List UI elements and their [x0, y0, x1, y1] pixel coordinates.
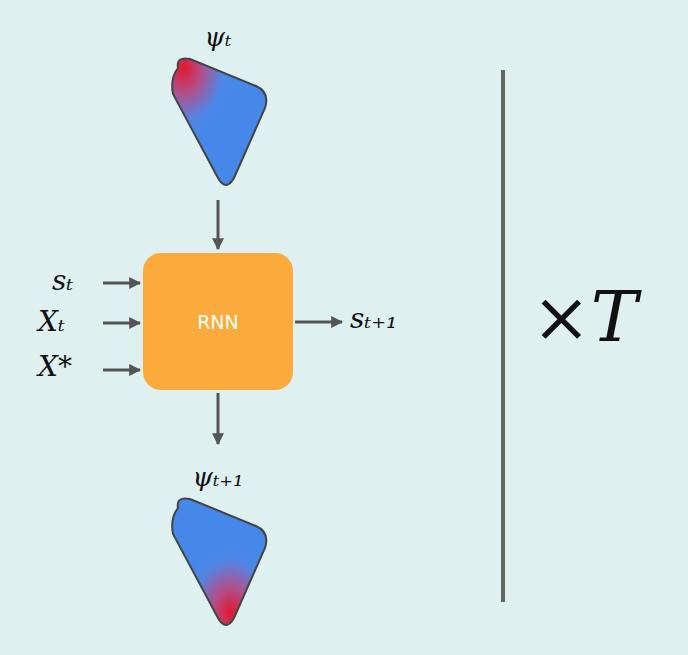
input-arrow [103, 322, 140, 325]
flow-arrow [217, 393, 220, 444]
distribution-blob [168, 496, 268, 626]
input-arrow [103, 282, 140, 285]
process-box: RNN [143, 253, 293, 390]
state-label: ψₜ [163, 22, 273, 52]
output-arrow [295, 321, 342, 324]
flow-arrow [217, 200, 220, 249]
signal-label: sₜ₊₁ [350, 302, 397, 335]
distribution-node: ψₜ₊₁ [163, 462, 273, 626]
signal-label: Xₜ [38, 305, 65, 338]
signal-label: X* [38, 350, 72, 383]
repeat-label: ×T [532, 276, 637, 358]
input-arrow [103, 369, 140, 372]
distribution-blob [168, 56, 268, 186]
distribution-node: ψₜ [163, 22, 273, 186]
state-label: ψₜ₊₁ [163, 462, 273, 492]
separator-line [501, 70, 505, 602]
box-label: RNN [197, 311, 239, 333]
signal-label: sₜ [52, 264, 73, 297]
